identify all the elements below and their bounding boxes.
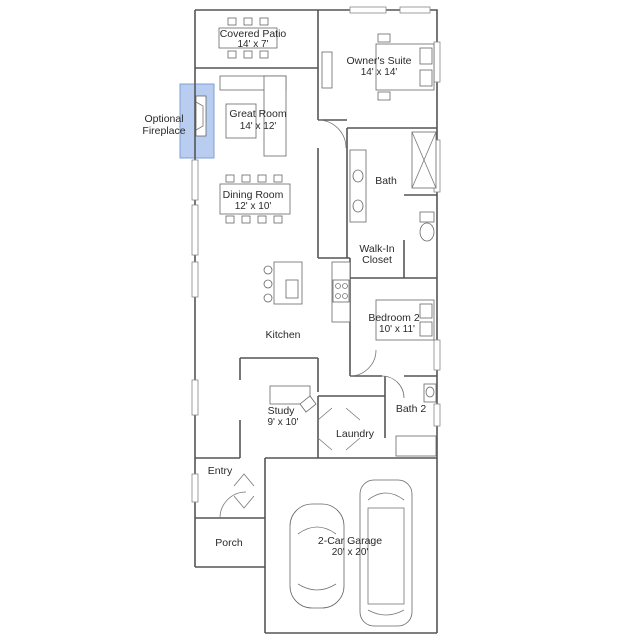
svg-text:14' x 7': 14' x 7' [237, 39, 268, 50]
svg-text:Bedroom 2: Bedroom 2 [368, 312, 420, 324]
kitchen-island-icon [263, 261, 303, 305]
svg-text:Owner's Suite: Owner's Suite [346, 55, 411, 67]
dining-room-label: Dining Room 12' x 10' [223, 189, 284, 212]
garage-label: 2-Car Garage 20' x 20' [318, 535, 382, 558]
fireplace-icon [195, 95, 207, 137]
porch-label: Porch [215, 537, 243, 549]
bath-label: Bath [375, 175, 397, 187]
interior-walls [195, 10, 437, 459]
svg-text:9' x 10': 9' x 10' [267, 417, 298, 428]
svg-text:Optional: Optional [144, 113, 183, 125]
covered-patio-label: Covered Patio 14' x 7' [220, 28, 287, 50]
svg-text:Dining Room: Dining Room [223, 189, 284, 201]
study-label: Study 9' x 10' [267, 405, 298, 428]
sofa-icon [219, 75, 287, 157]
svg-text:Walk-In: Walk-In [359, 243, 394, 255]
svg-text:Closet: Closet [362, 254, 392, 266]
svg-text:2-Car Garage: 2-Car Garage [318, 535, 382, 547]
walk-in-closet-label: Walk-In Closet [359, 243, 394, 266]
svg-text:Covered Patio: Covered Patio [220, 28, 287, 40]
bed-icon [375, 33, 435, 101]
svg-text:20' x 20': 20' x 20' [332, 547, 369, 558]
dresser-icon [321, 51, 333, 89]
great-room-label: Great Room 14' x 12' [229, 108, 286, 132]
right-windows [433, 41, 441, 427]
kitchen-label: Kitchen [265, 329, 300, 341]
bath2-fixtures-icon [395, 383, 437, 457]
door-swings [219, 119, 405, 519]
bedroom2-label: Bedroom 2 10' x 11' [368, 312, 420, 335]
svg-text:10' x 11': 10' x 11' [379, 324, 415, 335]
svg-text:12' x 10': 12' x 10' [235, 201, 272, 212]
range-icon [331, 261, 351, 323]
bath2-label: Bath 2 [396, 403, 427, 415]
dining-table-icon [219, 174, 291, 224]
bath-fixtures-icon [349, 131, 437, 242]
patio-table-icon [218, 17, 278, 59]
suv-icon [359, 479, 413, 627]
car-icon [289, 503, 345, 609]
bedroom2-bed-icon [375, 299, 435, 341]
svg-text:Study: Study [268, 405, 296, 417]
owners-suite-label: Owner's Suite 14' x 14' [346, 55, 411, 78]
laundry-label: Laundry [336, 428, 375, 440]
svg-text:Fireplace: Fireplace [142, 125, 185, 137]
top-windows [349, 6, 431, 14]
svg-text:14' x 12': 14' x 12' [240, 121, 277, 132]
svg-text:Great Room: Great Room [229, 108, 286, 120]
entry-label: Entry [208, 465, 233, 477]
svg-text:14' x 14': 14' x 14' [361, 67, 398, 78]
optional-fireplace-label: Optional Fireplace [142, 113, 185, 137]
left-windows [191, 159, 199, 503]
desk-icon [269, 385, 317, 413]
